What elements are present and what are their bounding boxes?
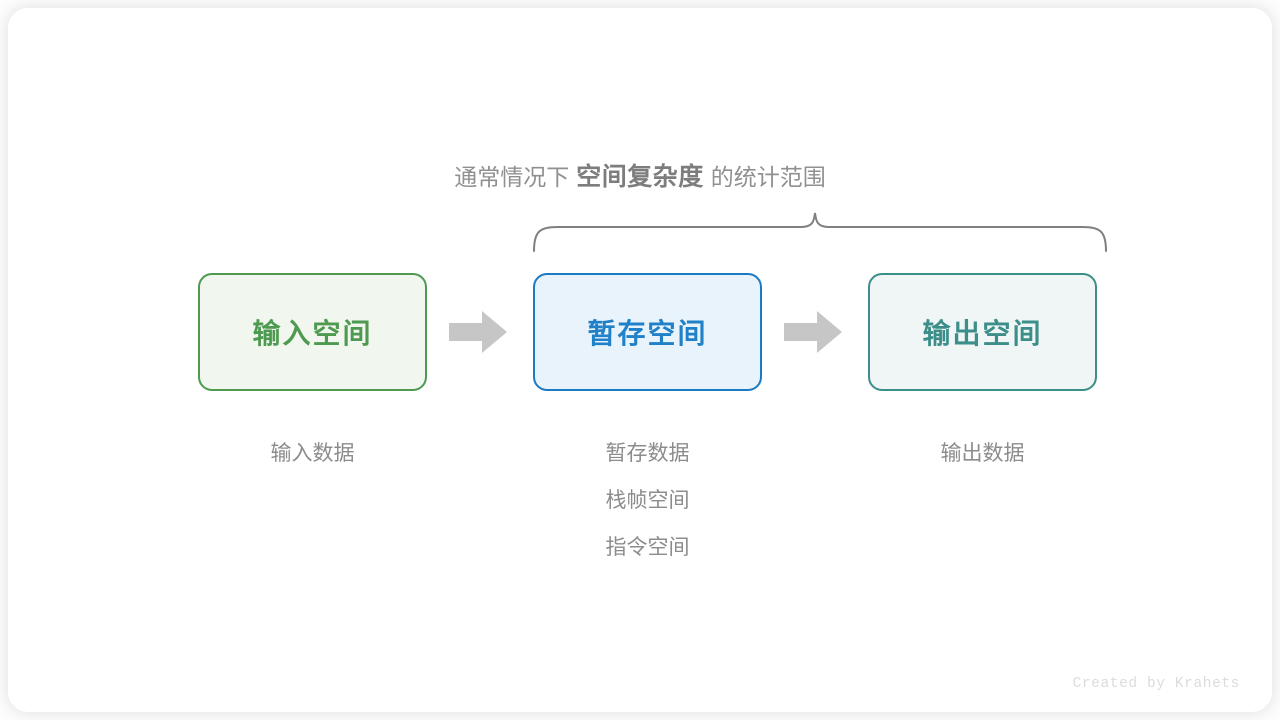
watermark: Created by Krahets xyxy=(1072,676,1240,692)
curly-brace-icon xyxy=(518,204,1118,269)
scope-caption-suffix: 的统计范围 xyxy=(710,164,826,190)
flow-box-input-label: 输入空间 xyxy=(252,318,373,349)
scope-caption-emphasis: 空间复杂度 xyxy=(576,163,704,191)
caption-temp-1: 栈帧空间 xyxy=(605,489,690,512)
flow-box-output-label: 输出空间 xyxy=(922,318,1043,349)
scope-caption-prefix: 通常情况下 xyxy=(454,164,570,190)
diagram-card: 通常情况下空间复杂度的统计范围 输入空间 暂存空间 输出空间 xyxy=(8,8,1272,712)
flow-box-temp[interactable]: 暂存空间 xyxy=(533,273,762,391)
caption-input-0: 输入数据 xyxy=(270,442,355,465)
caption-column-output: 输出数据 xyxy=(868,430,1097,477)
flow-box-temp-label: 暂存空间 xyxy=(587,318,708,349)
caption-column-input: 输入数据 xyxy=(198,430,427,477)
flow-box-input[interactable]: 输入空间 xyxy=(198,273,427,391)
caption-temp-0: 暂存数据 xyxy=(605,442,690,465)
right-arrow-icon xyxy=(449,310,509,359)
caption-output-0: 输出数据 xyxy=(940,442,1025,465)
caption-column-temp: 暂存数据 栈帧空间 指令空间 xyxy=(533,430,762,571)
scope-caption: 通常情况下空间复杂度的统计范围 xyxy=(8,160,1272,194)
caption-temp-2: 指令空间 xyxy=(605,536,690,559)
flow-box-output[interactable]: 输出空间 xyxy=(868,273,1097,391)
right-arrow-icon-2 xyxy=(784,310,844,359)
